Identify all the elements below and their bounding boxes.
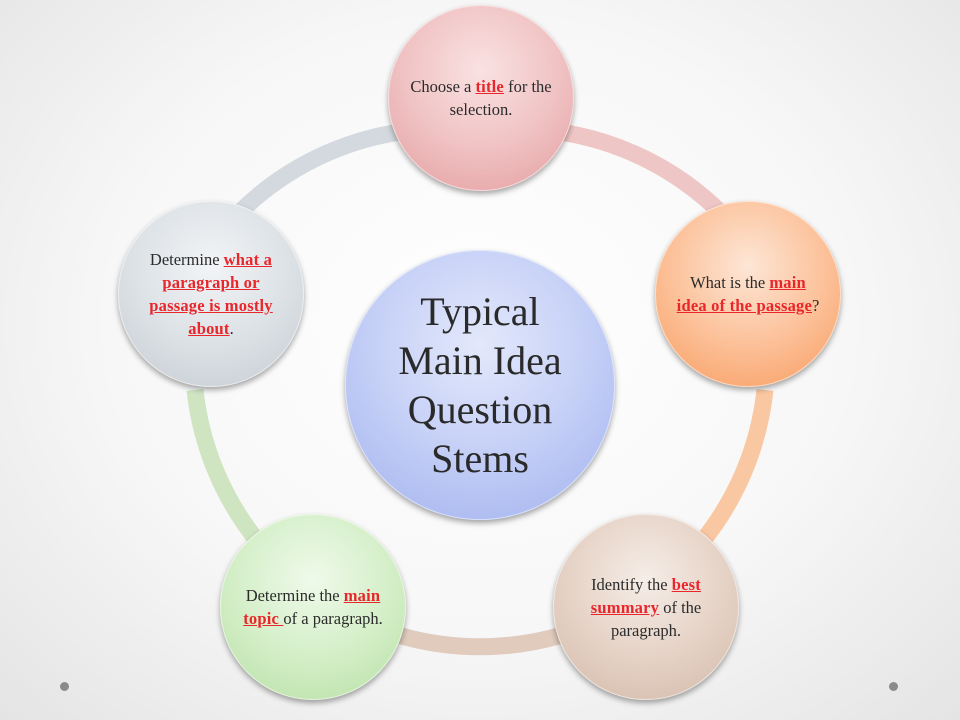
slide-corner-dot-left (60, 682, 69, 691)
best-summary-link[interactable]: best summary (590, 574, 701, 617)
ring-segment-topic-about (186, 389, 266, 549)
mostly-about-link[interactable]: what a paragraph or passage is mostly ab… (149, 250, 273, 338)
slide-corner-dot-right (889, 682, 898, 691)
center-title: Typical Main Idea Question Stems (398, 289, 562, 481)
node-choose-title: Choose a title for the selection. (388, 5, 574, 191)
node-best-summary: Identify the best summary of the paragra… (553, 514, 739, 700)
ring-segment-title-main (558, 123, 726, 219)
main-idea-link[interactable]: main idea of the passage (676, 273, 812, 315)
node-main-topic: Determine the main topic of a paragraph. (220, 514, 406, 700)
node-mostly-about: Determine what a paragraph or passage is… (118, 201, 304, 387)
ring-segment-main-summary (694, 389, 774, 549)
node-main-idea: What is the main idea of the passage? (655, 201, 841, 387)
center-topic-circle: Typical Main Idea Question Stems (345, 250, 615, 520)
main-topic-link[interactable]: main topic (243, 586, 381, 628)
ring-segment-about-title (234, 123, 402, 219)
title-link[interactable]: title (475, 77, 504, 96)
ring-segment-summary-topic (395, 626, 565, 656)
